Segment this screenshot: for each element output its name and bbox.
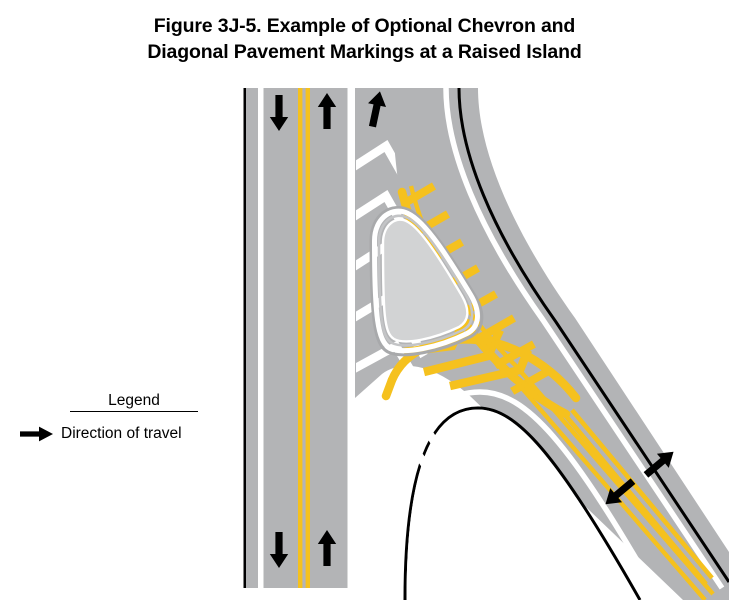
gore-and-ramp-pavement: [355, 88, 729, 600]
white-chevron-4: [356, 290, 428, 359]
yellow-diagonal-6: [446, 314, 516, 360]
ramp-centerline-lower: [564, 408, 714, 586]
island-surface: [381, 218, 469, 343]
mainline-centerline-yellow-right: [305, 88, 310, 588]
arrow-ramp-top-up: [368, 91, 387, 128]
arrow-mainline-top-down: [269, 95, 289, 131]
arrow-mainline-bottom-up: [317, 530, 337, 566]
direction-arrows: [269, 91, 674, 568]
arrow-ramp-up-left: [643, 451, 674, 478]
yellow-diagonal-8: [484, 364, 556, 404]
arrow-ramp-down-right: [605, 478, 636, 505]
yellow-chevron-3: [449, 348, 532, 391]
yellow-diagonal-3: [404, 238, 464, 278]
yellow-gore-stub: [381, 375, 397, 401]
yellow-chevron-2: [422, 328, 504, 377]
yellow-diagonal-4: [416, 264, 480, 306]
junction-inner-notch: [406, 409, 638, 600]
mainline-left-white-edge-line: [258, 88, 264, 588]
junction-inner-white-edge-line: [387, 389, 663, 600]
ramp-centerline: [401, 185, 715, 600]
yellow-diagonal-7: [464, 340, 536, 386]
yellow-chevron-1: [403, 316, 470, 357]
arrow-mainline-bottom-down: [269, 532, 289, 568]
white-chevron-7: [356, 440, 460, 511]
mainline-roadway: [243, 88, 353, 588]
yellow-diagonal-1: [404, 182, 437, 218]
junction-inner-black-edge: [403, 406, 642, 600]
ramp-centerline-yellow-left: [401, 191, 707, 600]
title-line-2: Diagonal Pavement Markings at a Raised I…: [147, 41, 582, 63]
white-chevron-markings: [356, 139, 460, 511]
arrow-mainline-top-up: [317, 93, 337, 129]
ramp-centerline-yellow-right: [408, 185, 715, 596]
legend-entry-direction-of-travel: Direction of travel: [20, 425, 230, 442]
white-chevron-3: [356, 239, 424, 309]
legend: Legend Direction of travel: [20, 392, 230, 442]
legend-entry-label: Direction of travel: [61, 425, 182, 442]
yellow-chevron-markings: [381, 316, 581, 403]
ramp-pavement-body: [355, 88, 729, 600]
yellow-island-right-edge-line: [397, 187, 571, 419]
mainline-right-white-edge-line: [347, 88, 353, 588]
island-curb-white-ring: [371, 208, 480, 353]
white-chevron-6: [356, 390, 448, 459]
mainline-left-black-edge: [243, 88, 247, 588]
island-curb-inner-ring: [377, 214, 474, 347]
mainline-pavement: [263, 88, 352, 588]
legend-heading: Legend: [70, 392, 198, 412]
white-chevron-5: [356, 340, 436, 409]
yellow-diagonal-5: [430, 290, 498, 334]
ramp-outer-black-edge: [457, 87, 729, 583]
right-arrow-icon: [20, 426, 53, 441]
ramp-outer-white-edge-line: [443, 87, 725, 590]
yellow-diagonal-2: [404, 210, 450, 248]
yellow-gore-nose-curve: [387, 335, 581, 403]
ramp-centerline-lower-left: [564, 414, 708, 586]
white-chevron-2: [356, 189, 424, 259]
raised-island: [369, 206, 484, 357]
title-line-1: Figure 3J-5. Example of Optional Chevron…: [153, 15, 576, 37]
page-title: Figure 3J-5. Example of Optional Chevron…: [0, 13, 729, 65]
ramp-edges: [387, 87, 729, 600]
mainline-centerline-yellow-left: [298, 88, 303, 588]
white-chevron-1: [356, 139, 424, 209]
ramp-centerline-lower-right: [570, 408, 714, 580]
yellow-diagonal-markings: [404, 182, 556, 404]
mainline-left-shoulder: [246, 88, 258, 588]
island-curb-outer-ring: [369, 206, 484, 357]
